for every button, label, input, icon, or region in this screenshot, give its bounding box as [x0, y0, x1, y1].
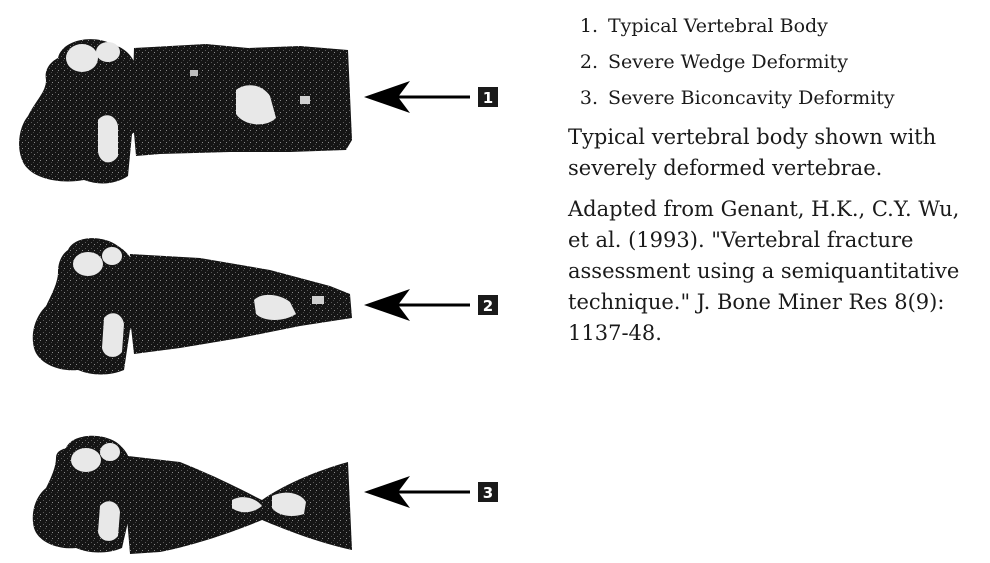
legend-item: 3. Severe Biconcavity Deformity — [568, 80, 986, 116]
pointer-arrow-1 — [364, 81, 470, 113]
legend-item-label: Severe Wedge Deformity — [608, 44, 848, 80]
legend-item: 1. Typical Vertebral Body — [568, 8, 986, 44]
legend-item: 2. Severe Wedge Deformity — [568, 44, 986, 80]
pointer-arrow-2 — [364, 289, 470, 321]
legend-item-label: Typical Vertebral Body — [608, 8, 828, 44]
vertebra-3-pedicle — [98, 501, 120, 541]
vertebrae-illustration: 1 2 3 — [0, 0, 560, 563]
badge-3-label: 3 — [483, 484, 493, 502]
vertebra-1-facet — [66, 44, 98, 72]
legend-item-label: Severe Biconcavity Deformity — [608, 80, 895, 116]
badge-2-label: 2 — [483, 297, 493, 315]
legend-item-number: 3. — [568, 80, 608, 116]
badge-1: 1 — [478, 87, 498, 107]
vertebra-2-facet-2 — [102, 247, 122, 265]
vertebrae-figure: 1 2 3 — [0, 0, 560, 563]
vertebra-1-facet-2 — [96, 42, 120, 62]
vertebra-3-biconcave — [33, 436, 352, 554]
vertebra-1-typical — [19, 39, 352, 183]
vertebra-3-facet-2 — [100, 443, 120, 461]
badge-1-label: 1 — [483, 89, 493, 107]
badge-3: 3 — [478, 482, 498, 502]
pointer-arrow-3 — [364, 476, 470, 508]
vertebra-3-facet — [71, 448, 101, 472]
figure-citation: Adapted from Genant, H.K., C.Y. Wu, et a… — [568, 194, 986, 349]
badge-2: 2 — [478, 295, 498, 315]
legend-item-number: 2. — [568, 44, 608, 80]
legend-item-number: 1. — [568, 8, 608, 44]
vertebra-2-facet — [73, 252, 103, 276]
caption-panel: 1. Typical Vertebral Body 2. Severe Wedg… — [568, 8, 986, 359]
vertebra-2-wedge — [33, 238, 352, 374]
legend-list: 1. Typical Vertebral Body 2. Severe Wedg… — [568, 8, 986, 116]
vertebra-2-pedicle — [102, 313, 124, 357]
vertebra-1-pedicle — [98, 115, 118, 162]
figure-description: Typical vertebral body shown with severe… — [568, 122, 986, 184]
